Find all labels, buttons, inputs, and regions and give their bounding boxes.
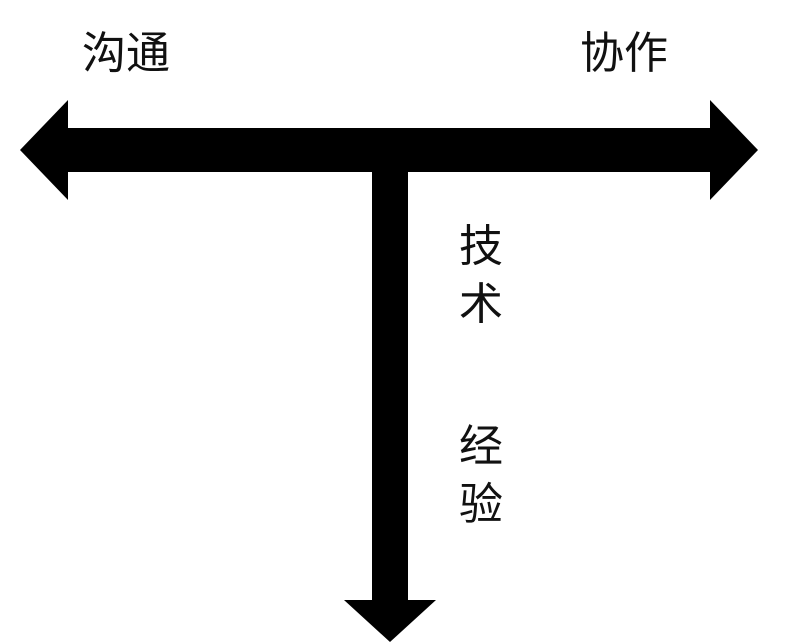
experience-char-1: 经: [459, 421, 503, 472]
collaboration-label: 协作: [580, 28, 668, 79]
vertical-stem: [372, 150, 408, 608]
down-arrowhead-icon: [344, 600, 436, 642]
experience-label: 经 验: [456, 418, 506, 534]
technology-label: 技 术: [456, 218, 506, 334]
technology-char-1: 技: [459, 221, 503, 272]
left-arrowhead-icon: [20, 100, 68, 200]
experience-char-2: 验: [459, 479, 503, 530]
right-arrowhead-icon: [710, 100, 758, 200]
technology-char-2: 术: [459, 279, 503, 330]
communication-label: 沟通: [82, 28, 170, 79]
